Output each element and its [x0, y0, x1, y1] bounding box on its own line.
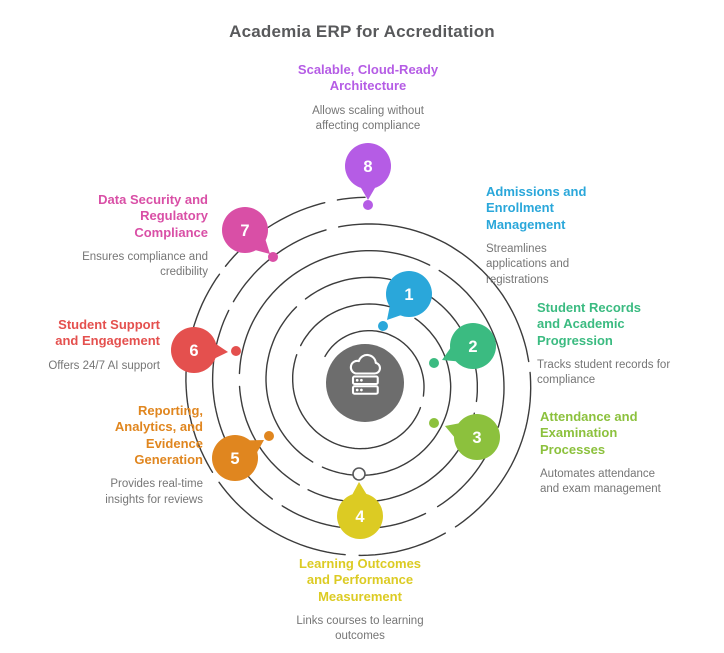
item-2-title: Student Records and Academic Progression [537, 300, 642, 348]
badge-4-tail [351, 482, 368, 497]
badge-1: 1 [386, 271, 432, 320]
badge-5-number: 5 [230, 450, 239, 468]
item-1-title: Admissions and Enrollment Management [486, 184, 587, 232]
badge-3: 3 [445, 414, 500, 460]
badge-8: 8 [345, 143, 391, 200]
badge-3-circle [454, 414, 500, 460]
item-6-desc: Offers 24/7 AI support [48, 359, 160, 372]
item-3-desc: Automates attendance and exam management [540, 467, 661, 496]
badge-1-circle [386, 271, 432, 317]
item-2-block: Student Records and Academic Progression… [537, 300, 677, 389]
spiral-dot-3 [429, 418, 439, 428]
badge-5-circle [212, 435, 258, 481]
badge-8-circle [345, 143, 391, 189]
item-7-block: Data Security and Regulatory Compliance … [73, 192, 208, 281]
cloud-server-icon [349, 353, 382, 395]
item-5-desc: Provides real-time insights for reviews [105, 478, 203, 506]
badge-7-number: 7 [240, 222, 249, 240]
spiral-dot-8 [363, 200, 373, 210]
badge-2: 2 [442, 323, 496, 369]
item-6-block: Student Support and Engagement Offers 24… [10, 317, 160, 374]
badge-4-number: 4 [355, 508, 365, 526]
item-7-desc: Ensures compliance and credibility [82, 250, 208, 279]
spiral-dot-6 [231, 346, 241, 356]
badge-8-number: 8 [363, 158, 372, 176]
item-4-desc: Links courses to learning outcomes [296, 614, 424, 643]
item-8-block: Scalable, Cloud-Ready Architecture Allow… [272, 62, 464, 135]
spiral-dot-1 [378, 321, 388, 331]
spiral-curve [185, 196, 532, 557]
badge-6-number: 6 [189, 342, 198, 360]
item-6-title: Student Support and Engagement [55, 317, 160, 349]
item-5-block: Reporting, Analytics, and Evidence Gener… [78, 403, 203, 508]
item-8-title: Scalable, Cloud-Ready Architecture [297, 62, 439, 94]
badge-2-circle [450, 323, 496, 369]
badge-4-circle [337, 493, 383, 539]
item-2-desc: Tracks student records for compliance [537, 358, 671, 387]
item-4-title: Learning Outcomes and Performance Measur… [298, 556, 422, 604]
badge-7: 7 [222, 207, 270, 254]
item-5-title: Reporting, Analytics, and Evidence Gener… [114, 403, 203, 467]
badge-1-number: 1 [404, 286, 413, 304]
badge-5: 5 [212, 435, 264, 481]
item-3-title: Attendance and Examination Processes [540, 409, 638, 457]
item-8-desc: Allows scaling without affecting complia… [312, 104, 424, 133]
badge-6: 6 [171, 327, 228, 373]
item-4-block: Learning Outcomes and Performance Measur… [255, 556, 465, 645]
page-title: Academia ERP for Accreditation [229, 22, 495, 41]
badge-8-tail [359, 185, 377, 200]
spiral-dot-7 [268, 252, 278, 262]
item-1-desc: Streamlines applications and registratio… [486, 242, 570, 286]
spiral-dot-4-hollow [352, 467, 366, 481]
item-7-title: Data Security and Regulatory Compliance [98, 192, 208, 240]
item-3-block: Attendance and Examination Processes Aut… [540, 409, 692, 498]
spiral-dot-5 [264, 431, 274, 441]
item-1-block: Admissions and Enrollment Management Str… [486, 184, 598, 288]
badge-7-circle [222, 207, 268, 253]
spiral-dot-2 [429, 358, 439, 368]
badge-2-number: 2 [468, 338, 477, 356]
badge-6-circle [171, 327, 217, 373]
badge-4: 4 [337, 482, 383, 539]
badge-3-number: 3 [472, 429, 481, 447]
